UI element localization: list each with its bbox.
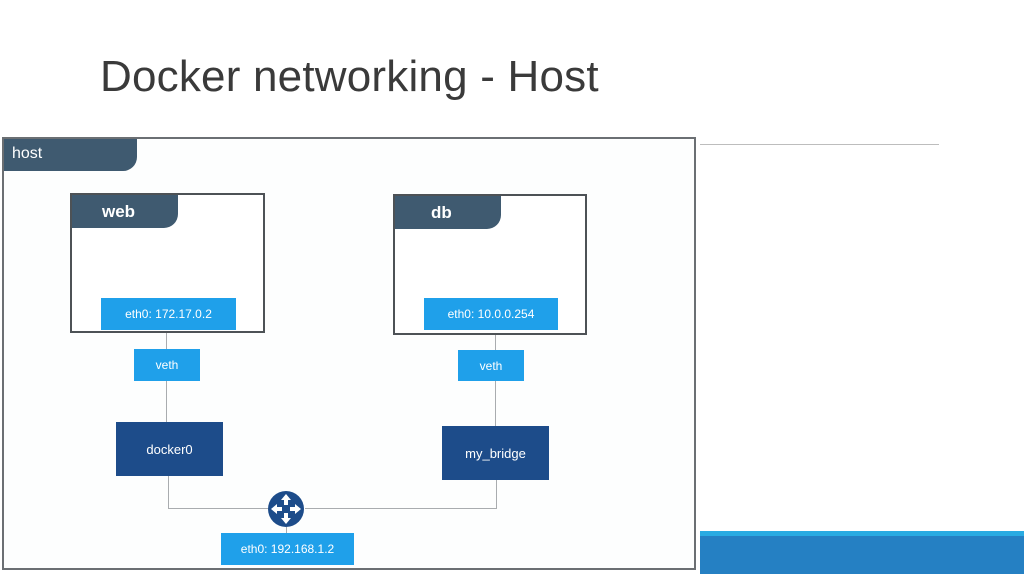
docker0-bridge: docker0: [116, 422, 223, 476]
wire-mybridge-down: [496, 480, 497, 509]
db-veth: veth: [458, 350, 524, 381]
container-db-tab: db: [395, 196, 501, 229]
wire-web-veth-bridge: [166, 381, 167, 422]
router-icon: [268, 491, 304, 527]
wire-router-iface: [286, 527, 287, 536]
web-veth: veth: [134, 349, 200, 381]
my-bridge: my_bridge: [442, 426, 549, 480]
accent-bar-dark: [700, 536, 1024, 574]
wire-docker0-down: [168, 476, 169, 509]
db-eth0-interface: eth0: 10.0.0.254: [424, 298, 558, 330]
web-eth0-interface: eth0: 172.17.0.2: [101, 298, 236, 330]
wire-db-veth-bridge: [495, 381, 496, 426]
host-tab: host: [4, 139, 137, 171]
host-eth0-interface: eth0: 192.168.1.2: [221, 533, 354, 565]
slide-title: Docker networking - Host: [100, 52, 599, 101]
wire-bottom-left: [168, 508, 268, 509]
container-web-tab: web: [72, 195, 178, 228]
title-rule: [700, 144, 939, 145]
wire-db-veth: [495, 335, 496, 350]
wire-web-veth: [166, 333, 167, 351]
wire-bottom-right: [305, 508, 497, 509]
accent-bar-light: [700, 531, 1024, 536]
